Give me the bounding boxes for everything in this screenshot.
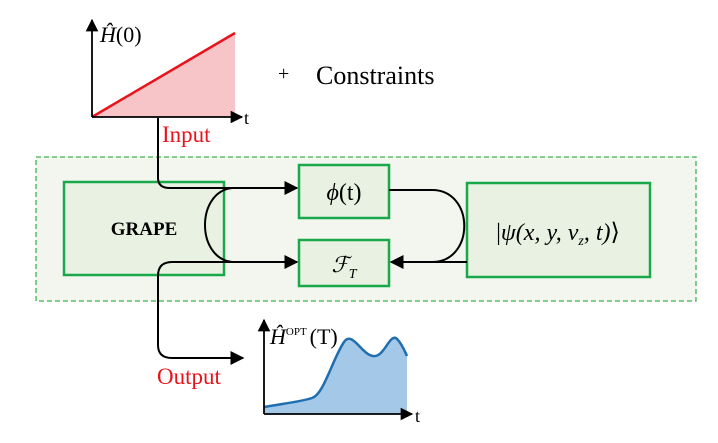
output-x-label: t [415,406,420,426]
psi-box-label: |ψ(x, y, vz, t)⟩ [496,220,620,249]
constraints-label: Constraints [316,61,434,90]
grape-box-label: GRAPE [111,219,178,240]
input-ramp-line [91,31,236,119]
phi-box: ϕ(t) [297,163,391,220]
fidelity-box: ℱT [297,238,391,288]
input-x-label: t [244,108,249,128]
grape-box: GRAPE [62,180,226,277]
constraints-plus: + [278,63,289,85]
grape-loop-arc [204,187,233,263]
output-label: Output [157,364,222,389]
input-label: Input [162,122,211,147]
input-y-label: Ĥ(0) [99,22,142,47]
phi-box-label: ϕ(t) [326,180,361,206]
arrow-phi-to-psi [389,189,466,263]
arrow-input-to-phi [157,118,299,195]
arrow-output [157,261,245,365]
input-plot: Ĥ(0) t [85,18,249,128]
fidelity-box-label: ℱT [331,252,357,282]
output-curve-line [263,336,409,409]
output-y-label: ĤOPT(T) [269,324,338,349]
output-plot: ĤOPT(T) t [257,318,420,426]
psi-box: |ψ(x, y, vz, t)⟩ [465,181,652,279]
